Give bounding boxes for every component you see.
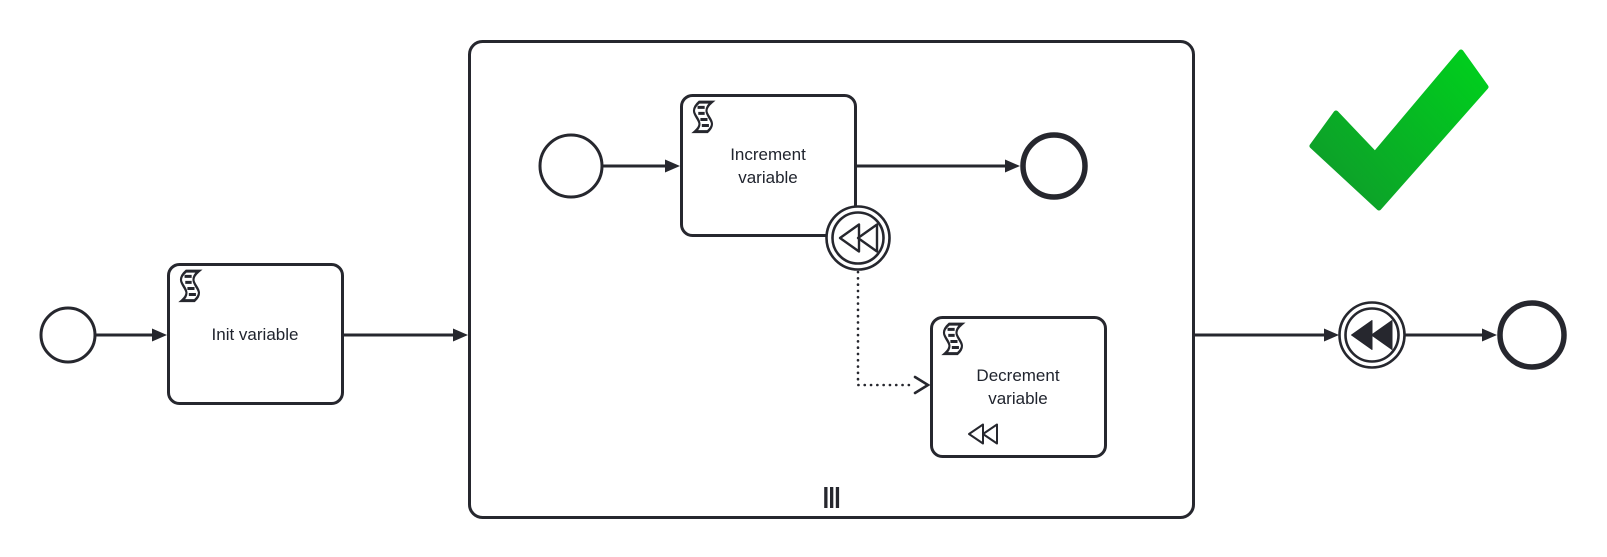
task-init-variable[interactable] (167, 263, 344, 405)
sequence-flow[interactable] (1405, 328, 1497, 342)
start-event-subprocess[interactable] (538, 133, 604, 199)
sequence-flow[interactable] (344, 328, 468, 342)
task-increment-variable[interactable] (680, 94, 857, 237)
compensation-icon (968, 423, 998, 445)
parallel-multi-instance-icon (824, 487, 840, 508)
sequence-flow[interactable] (601, 159, 680, 173)
rewind-icon (1351, 320, 1393, 350)
compensation-association[interactable] (856, 270, 931, 395)
checkmark-icon (1309, 49, 1489, 211)
task-decrement-variable[interactable] (930, 316, 1107, 458)
start-event[interactable] (39, 306, 97, 364)
rewind-icon (838, 223, 879, 253)
sequence-flow[interactable] (1195, 328, 1339, 342)
compensation-throw-event[interactable] (1338, 301, 1406, 369)
sequence-flow[interactable] (96, 328, 167, 342)
end-event[interactable] (1497, 300, 1567, 370)
end-event-subprocess[interactable] (1020, 132, 1088, 200)
compensation-boundary-event[interactable] (825, 205, 891, 271)
sequence-flow[interactable] (857, 159, 1020, 173)
